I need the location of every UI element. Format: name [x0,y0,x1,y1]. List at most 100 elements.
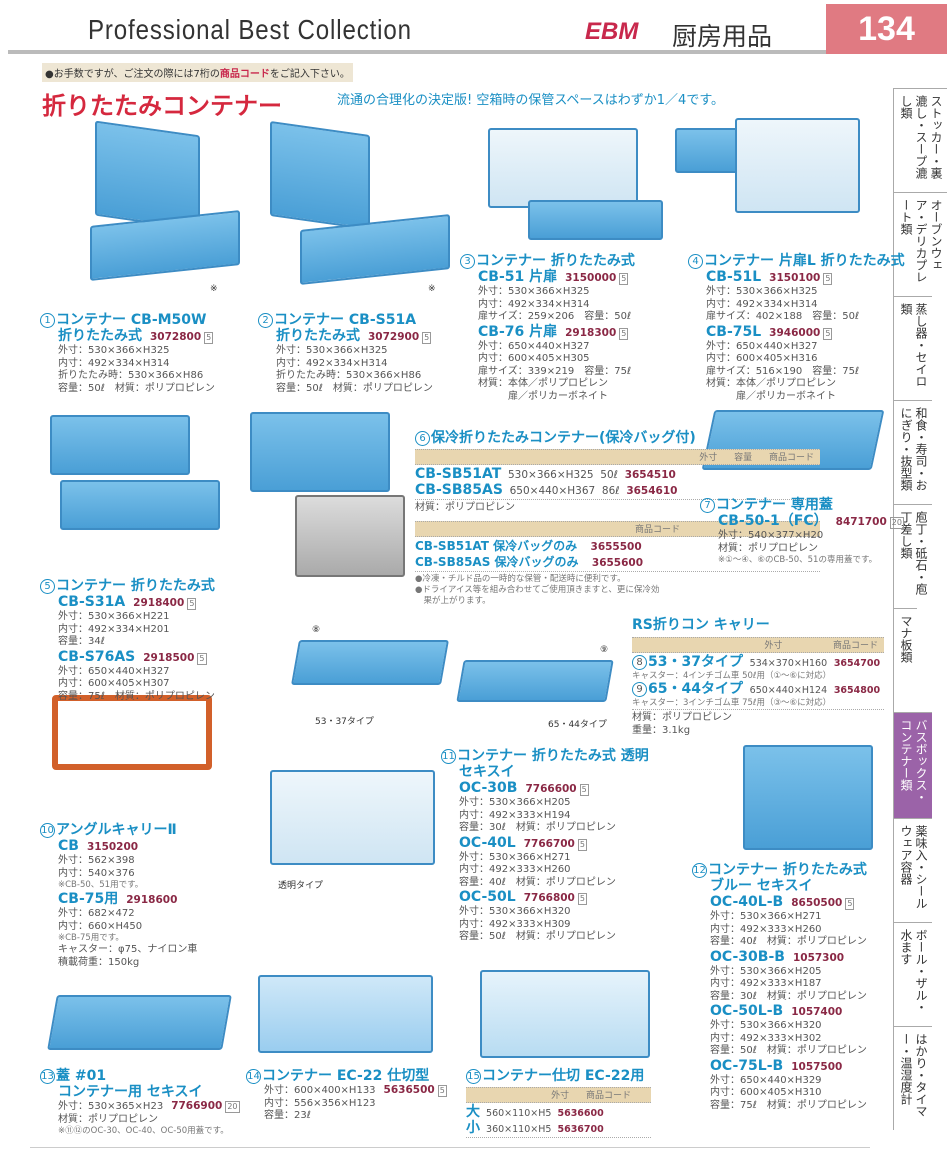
model-text: OC-50L-B [710,1003,784,1019]
table-header: 外寸 容量 商品コード [415,449,820,465]
caption-53-type: 53・37タイプ [315,717,374,727]
note: ※⑪⑫のOC-30、OC-40、OC-50用蓋です。 [58,1126,229,1136]
title-text: コンテナー 折りたたみ式 [476,253,635,269]
title-text: アングルキャリーⅡ [56,822,177,838]
title-text: コンテナー CB-M50W [56,312,207,328]
note: 果が上がります。 [415,595,491,606]
spec-text: 外寸：530×366×H271 [710,911,822,922]
spec-line: 容量：50ℓ 材質：ポリプロピレン [459,931,649,944]
capacity: 86ℓ [601,485,620,497]
product-code: 3072900 [368,331,420,343]
model-text: CB-51 片扉 [478,269,558,285]
category-label: 厨房用品 [672,22,773,51]
pack-quantity-badge: 5 [187,598,197,610]
spec-line: 外寸：540×377×H20 [718,530,904,543]
item-number: 5 [40,579,55,594]
spec-text: 容量：75ℓ 材質：ポリプロピレン [710,1099,867,1111]
title-text: コンテナー用 セキスイ [58,1084,203,1100]
product-image-cb-51 [488,128,638,208]
caption-clear-type: 透明タイプ [278,881,324,891]
spec-line: 外寸：530×366×H205 [459,797,649,810]
table-row: CB-SB85AS 保冷バッグのみ 3655600 [415,555,820,571]
product-image-cb-51-folded [528,200,663,240]
spec-line: 外寸：530×366×H205 [710,966,867,979]
side-tab[interactable]: マナ板類 [893,608,917,712]
table-header: 外寸 商品コード [466,1087,651,1103]
product-image-ec-22 [258,975,433,1053]
title-text: 折りたたみ式 [58,328,142,344]
product-image-cb-s31a [50,415,190,475]
model: CB-SB85AS 保冷バッグのみ [415,554,579,569]
model-text: OC-30B-B [710,948,785,965]
spec-line: 内寸：492×334×H314 [276,358,433,371]
spec-line: 容量：30ℓ 材質：ポリプロピレン [459,822,649,835]
side-tab[interactable]: 庖丁・砥石・庖丁差し類 [893,504,932,608]
product-code: 1057400 [791,1006,843,1018]
pack-quantity-badge: 5 [422,332,432,344]
spec-line: 外寸：650×440×H327 [58,666,215,679]
side-tab[interactable]: 和食・寿司・おにぎり・抜型類 [893,400,932,504]
spec-line: 内寸：600×405×H316 [706,353,905,366]
spec-line: 内寸：556×356×H123 [264,1097,376,1109]
side-index-tabs: ストッカー・裏漉し・スープ漉し類オーブンウェア・デリカプレート類蒸し器・セイロ類… [893,88,947,1130]
spec-text: 折りたたみ時：530×366×H86 [58,370,204,381]
mark: ※ [428,284,436,294]
spec-text: 容量：50ℓ 材質：ポリプロピレン [459,931,616,942]
side-tab[interactable]: はかり・タイマー・温湿度計 [893,1026,932,1130]
product-image-cold-bag [295,495,405,577]
product-image-carry-53 [291,640,449,685]
product-code: 3150000 [565,272,617,284]
pack-quantity-badge: 5 [823,273,833,285]
product-image-oc-clear [270,770,435,865]
product-title: コンテナー用 セキスイ [58,1084,240,1100]
code: 3654800 [833,685,881,696]
pack-quantity-badge: 5 [197,652,207,665]
side-tab[interactable]: 蒸し器・セイロ類 [893,296,932,400]
product-title: 保冷折りたたみコンテナー(保冷バッグ付) [431,430,696,446]
capacity: 50ℓ [600,469,618,481]
spec-line: 容量：50ℓ 材質：ポリプロピレン [710,1045,867,1058]
code: 3655500 [590,540,642,553]
footer-divider [30,1147,870,1148]
side-tab[interactable]: 薬味入・シールウェア容器 [893,818,932,922]
spec-text: 扉／ポリカーボネイト [706,390,836,402]
spec-text: 内寸：492×334×H314 [706,298,818,310]
side-tab[interactable]: バスボックス・コンテナー類 [893,712,932,818]
side-tab[interactable]: ボール・ザル・水ます [893,922,932,1026]
order-notice: ●お手数ですが、ご注文の際には7桁の商品コードをご記入下さい。 [42,63,353,82]
product-code: 2918400 [133,597,185,609]
note: ※CB-50、51用です。 [58,880,144,890]
title-text: コンテナー 専用蓋 [716,497,833,513]
side-tab[interactable]: ストッカー・裏漉し・スープ漉し類 [893,88,947,192]
item-number: 9 [632,682,647,697]
product-image-cb-s51a [270,120,370,231]
model-text: CB-51L [706,269,762,285]
spec-line: 外寸：530×366×H320 [710,1020,867,1033]
spec-text: 内寸：492×333×H309 [459,918,571,930]
spec-line: 容量：30ℓ 材質：ポリプロピレン [710,991,867,1004]
note: ※CB-75用です。 [58,933,124,943]
title-text: コンテナー 折りたたみ式 透明 [457,748,649,764]
pack-quantity-badge: 5 [619,327,629,340]
spec-text: 外寸：530×366×H320 [459,906,571,917]
spec-line: 扉／ポリカーボネイト [478,391,635,404]
side-tab[interactable]: オーブンウェア・デリカプレート類 [893,192,947,296]
pack-quantity-badge: 5 [845,898,855,910]
model: CB-SB85AS [415,482,503,498]
material: 材質：ポリプロピレン [632,712,732,723]
model-text: CB-50-1（FC） [718,513,828,529]
title-text: コンテナー CB-S51A [274,312,417,328]
